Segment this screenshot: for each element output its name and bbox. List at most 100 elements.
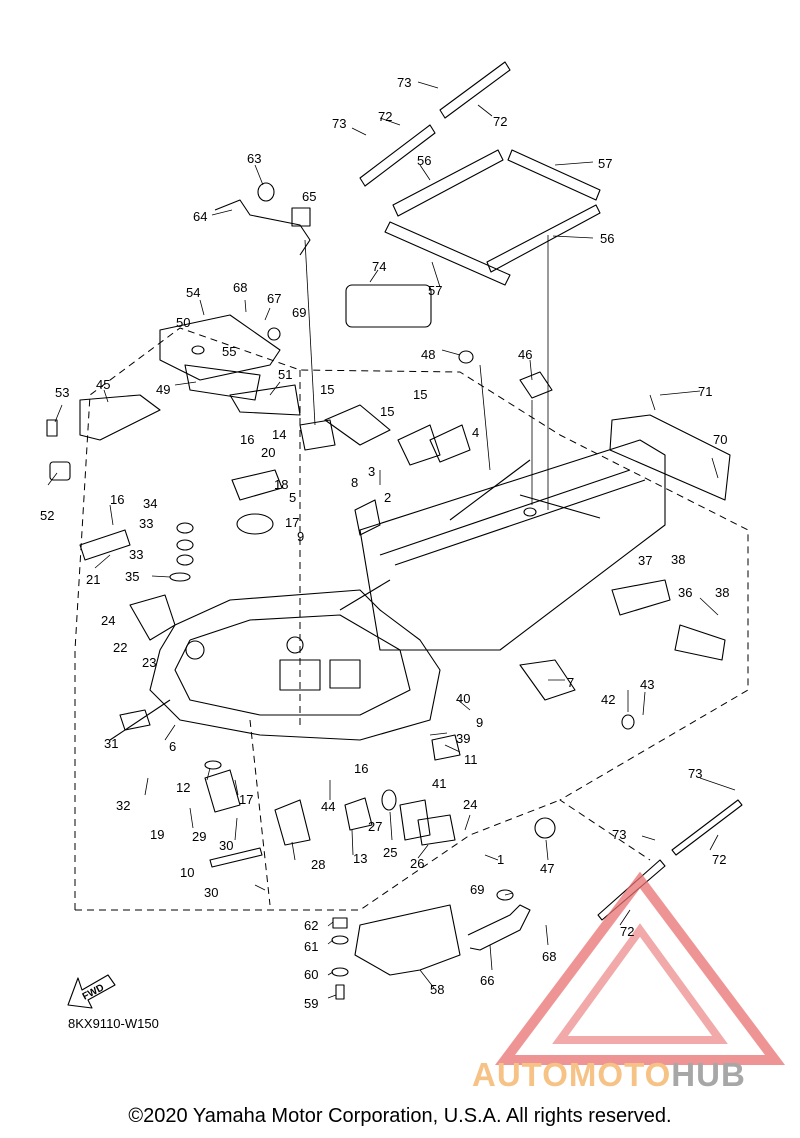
callout-72d: 72 xyxy=(620,924,635,939)
callout-34: 34 xyxy=(143,496,158,511)
callout-45: 45 xyxy=(96,377,111,392)
callout-51: 51 xyxy=(278,367,293,382)
callout-50: 50 xyxy=(176,315,191,330)
callout-68b: 68 xyxy=(542,949,557,964)
watermark-part1: AUTO xyxy=(472,1056,569,1093)
callout-4: 4 xyxy=(472,425,480,440)
callout-73c: 73 xyxy=(688,766,703,781)
callout-16c: 16 xyxy=(354,761,369,776)
callout-16b: 16 xyxy=(110,492,125,507)
callout-17b: 17 xyxy=(239,792,254,807)
callout-57a: 57 xyxy=(598,156,613,171)
callout-56b: 56 xyxy=(600,231,615,246)
callout-30a: 30 xyxy=(219,838,234,853)
callout-15c: 15 xyxy=(413,387,428,402)
callout-56a: 56 xyxy=(417,153,432,168)
callout-2: 2 xyxy=(384,490,392,505)
callout-15a: 15 xyxy=(320,382,335,397)
watermark-text: AUTOMOTOHUB xyxy=(472,1058,746,1092)
callout-46: 46 xyxy=(518,347,533,362)
callout-27: 27 xyxy=(368,819,383,834)
callout-9b: 9 xyxy=(476,715,484,730)
callout-39: 39 xyxy=(456,731,471,746)
callout-42: 42 xyxy=(601,692,616,707)
callout-67: 67 xyxy=(267,291,282,306)
callout-43: 43 xyxy=(640,677,655,692)
callout-12: 12 xyxy=(176,780,191,795)
callout-54: 54 xyxy=(186,285,201,300)
rail-strips xyxy=(359,61,743,921)
callout-60: 60 xyxy=(304,967,319,982)
callout-11: 11 xyxy=(464,752,478,767)
callout-19: 19 xyxy=(150,827,165,842)
callout-28: 28 xyxy=(311,857,326,872)
callout-36: 36 xyxy=(678,585,693,600)
callout-38b: 38 xyxy=(715,585,730,600)
callout-73a: 73 xyxy=(397,75,412,90)
callout-16a: 16 xyxy=(240,432,255,447)
callout-30b: 30 xyxy=(204,885,219,900)
callout-68a: 68 xyxy=(233,280,248,295)
callout-24b: 24 xyxy=(463,797,478,812)
callout-71: 71 xyxy=(698,384,713,399)
callout-72c: 72 xyxy=(712,852,727,867)
callout-48: 48 xyxy=(421,347,436,362)
callout-20: 20 xyxy=(261,445,276,460)
leader-lines xyxy=(47,81,736,999)
callout-9a: 9 xyxy=(297,529,305,544)
callout-22: 22 xyxy=(113,640,128,655)
callout-13: 13 xyxy=(353,851,368,866)
callout-38a: 38 xyxy=(671,552,686,567)
callout-41: 41 xyxy=(432,776,447,791)
callout-21: 21 xyxy=(86,572,101,587)
callout-70: 70 xyxy=(713,432,728,447)
callout-47: 47 xyxy=(540,861,555,876)
callout-29: 29 xyxy=(192,829,207,844)
callout-6: 6 xyxy=(169,739,177,754)
callout-72a: 72 xyxy=(493,114,508,129)
callout-8: 8 xyxy=(351,475,359,490)
callout-69b: 69 xyxy=(470,882,485,897)
callout-35: 35 xyxy=(125,569,140,584)
callout-59: 59 xyxy=(304,996,319,1011)
callout-73b: 73 xyxy=(332,116,347,131)
callout-24a: 24 xyxy=(101,613,116,628)
small-parts xyxy=(46,182,726,1000)
callout-32: 32 xyxy=(116,798,131,813)
callout-73d: 73 xyxy=(612,827,627,842)
callout-18: 18 xyxy=(274,477,289,492)
callout-69a: 69 xyxy=(292,305,307,320)
callout-26: 26 xyxy=(410,856,425,871)
copyright-notice: ©2020 Yamaha Motor Corporation, U.S.A. A… xyxy=(128,1105,672,1127)
callout-53: 53 xyxy=(55,385,70,400)
callout-58: 58 xyxy=(430,982,445,997)
callout-3: 3 xyxy=(368,464,376,479)
assembly-dashed-outline xyxy=(74,327,749,911)
callout-65: 65 xyxy=(302,189,317,204)
callout-7: 7 xyxy=(567,675,575,690)
callout-61: 61 xyxy=(304,939,319,954)
callout-55: 55 xyxy=(222,344,237,359)
callout-64: 64 xyxy=(193,209,208,224)
callout-62: 62 xyxy=(304,918,319,933)
callout-15b: 15 xyxy=(380,404,395,419)
fwd-arrow-icon xyxy=(67,974,116,1009)
callout-33b: 33 xyxy=(129,547,144,562)
callout-63: 63 xyxy=(247,151,262,166)
callout-66: 66 xyxy=(480,973,495,988)
callout-37: 37 xyxy=(638,553,653,568)
callout-40: 40 xyxy=(456,691,471,706)
callout-1: 1 xyxy=(497,852,505,867)
callout-23: 23 xyxy=(142,655,157,670)
callout-74: 74 xyxy=(372,259,387,274)
callout-5: 5 xyxy=(289,490,297,505)
callout-31: 31 xyxy=(104,736,119,751)
callout-44: 44 xyxy=(321,799,336,814)
callout-14: 14 xyxy=(272,427,287,442)
watermark-part2: MOTO xyxy=(568,1056,672,1093)
callout-52: 52 xyxy=(40,508,55,523)
chassis-frame xyxy=(109,439,666,741)
callout-17a: 17 xyxy=(285,515,300,530)
callout-10: 10 xyxy=(180,865,195,880)
